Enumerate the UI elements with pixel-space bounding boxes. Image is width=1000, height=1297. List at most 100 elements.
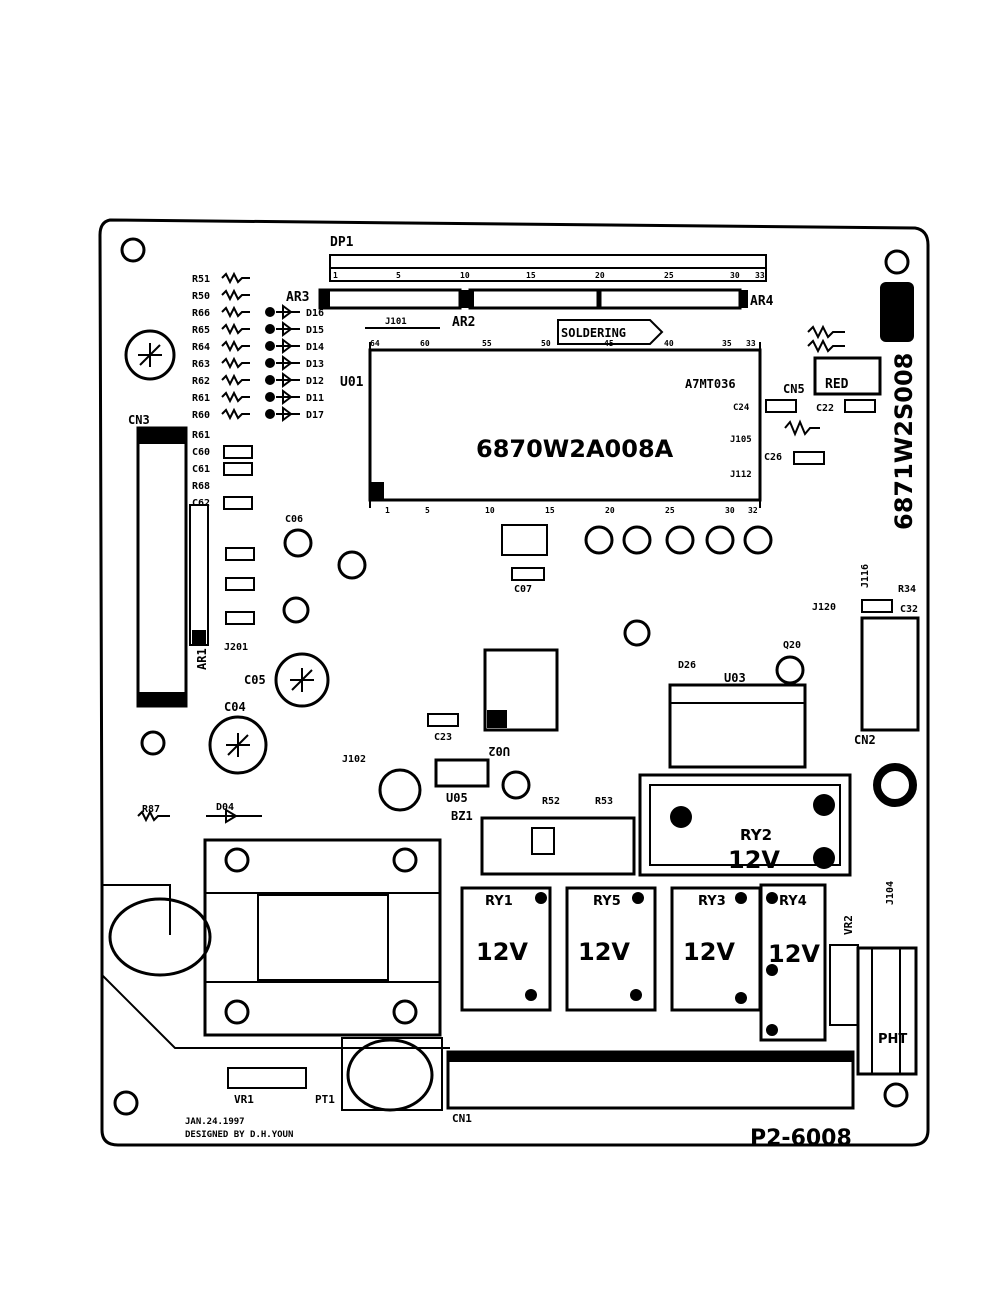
svg-text:R53: R53 bbox=[595, 796, 613, 807]
crystal-block bbox=[480, 816, 636, 876]
svg-text:1: 1 bbox=[385, 506, 390, 515]
svg-text:C62: C62 bbox=[192, 498, 210, 509]
ar2-array bbox=[468, 288, 600, 310]
relay-ry1 bbox=[460, 886, 552, 1012]
board-number: P2-6008 bbox=[750, 1126, 852, 1151]
vr2 bbox=[829, 944, 859, 1026]
svg-text:VR1: VR1 bbox=[234, 1093, 254, 1106]
svg-text:C60: C60 bbox=[192, 447, 210, 458]
svg-text:D04: D04 bbox=[216, 802, 234, 813]
ry2-label: RY2 bbox=[740, 826, 772, 844]
svg-text:R61: R61 bbox=[192, 430, 210, 441]
cn5-label: CN5 bbox=[783, 382, 805, 396]
red-led-block bbox=[813, 356, 882, 396]
svg-text:55: 55 bbox=[482, 339, 492, 348]
mount-hole bbox=[120, 237, 146, 263]
svg-text:45: 45 bbox=[604, 339, 614, 348]
svg-text:J105: J105 bbox=[730, 435, 752, 445]
relay-ry5 bbox=[565, 886, 657, 1012]
svg-text:D13: D13 bbox=[306, 359, 324, 370]
svg-text:10: 10 bbox=[460, 271, 470, 280]
dp1-label: DP1 bbox=[330, 235, 354, 250]
caps-left-labels: R61 C60 C61 R68 C62 bbox=[192, 430, 210, 509]
board-code-vertical: 6871W2S008 bbox=[890, 353, 918, 530]
pht-block bbox=[856, 946, 918, 1076]
svg-text:D11: D11 bbox=[306, 393, 324, 404]
ar4-array bbox=[598, 288, 742, 310]
svg-text:20: 20 bbox=[605, 506, 615, 515]
ic-main-code: 6870W2A008A bbox=[476, 435, 674, 463]
ry4-label: RY4 bbox=[779, 894, 807, 909]
cn1-label: CN1 bbox=[452, 1112, 472, 1125]
svg-text:R62: R62 bbox=[192, 376, 210, 387]
bz1-label: BZ1 bbox=[451, 809, 473, 823]
u02-ic bbox=[483, 648, 559, 732]
cn2-connector bbox=[860, 616, 920, 732]
svg-text:C24: C24 bbox=[733, 403, 750, 413]
ar3-label: AR3 bbox=[286, 290, 309, 305]
svg-text:J104: J104 bbox=[885, 881, 896, 905]
ic-u01 bbox=[368, 348, 762, 502]
designer-label: DESIGNED BY D.H.YOUN bbox=[185, 1130, 293, 1140]
ry3-label: RY3 bbox=[698, 894, 726, 909]
vr1 bbox=[227, 1067, 307, 1089]
ry1-voltage: 12V bbox=[476, 938, 528, 966]
svg-text:R52: R52 bbox=[542, 796, 560, 807]
svg-text:R63: R63 bbox=[192, 359, 210, 370]
fuse-holder bbox=[108, 897, 212, 977]
svg-text:64: 64 bbox=[370, 339, 380, 348]
ar4-label: AR4 bbox=[750, 294, 774, 309]
svg-text:D12: D12 bbox=[306, 376, 324, 387]
ar2-label: AR2 bbox=[452, 315, 475, 330]
svg-text:D14: D14 bbox=[306, 342, 324, 353]
svg-text:D15: D15 bbox=[306, 325, 324, 336]
svg-text:R50: R50 bbox=[192, 291, 210, 302]
svg-text:J101: J101 bbox=[385, 317, 407, 327]
pht-label: PHT bbox=[878, 1032, 907, 1047]
svg-text:C22: C22 bbox=[816, 403, 834, 414]
u05-label: U05 bbox=[446, 791, 468, 805]
svg-text:R61: R61 bbox=[192, 393, 210, 404]
svg-text:J102: J102 bbox=[342, 754, 366, 765]
mount-hole-large bbox=[873, 763, 917, 807]
svg-text:R68: R68 bbox=[192, 481, 210, 492]
u03-label: U03 bbox=[724, 671, 746, 685]
cn2-label: CN2 bbox=[854, 733, 876, 747]
ry4-voltage: 12V bbox=[768, 940, 820, 968]
svg-text:30: 30 bbox=[730, 271, 740, 280]
red-label: RED bbox=[825, 377, 849, 392]
svg-text:30: 30 bbox=[725, 506, 735, 515]
transformer bbox=[203, 838, 442, 1037]
svg-text:D26: D26 bbox=[678, 660, 696, 671]
r03-trimmer bbox=[124, 329, 176, 381]
svg-text:33: 33 bbox=[746, 339, 756, 348]
svg-text:15: 15 bbox=[526, 271, 536, 280]
ry2-voltage: 12V bbox=[728, 846, 780, 874]
svg-text:PT1: PT1 bbox=[315, 1093, 335, 1106]
led-column: D16 D15 D14 D13 D12 D11 D17 bbox=[265, 304, 324, 422]
svg-text:C07: C07 bbox=[514, 584, 532, 595]
svg-text:C06: C06 bbox=[285, 514, 303, 525]
svg-text:J112: J112 bbox=[730, 470, 752, 480]
svg-text:50: 50 bbox=[541, 339, 551, 348]
svg-text:C23: C23 bbox=[434, 732, 452, 743]
mount-hole bbox=[113, 1090, 139, 1116]
left-resistor-labels: R51 R50 R66 R65 R64 R63 R62 R61 R60 bbox=[192, 274, 210, 421]
ry3-voltage: 12V bbox=[683, 938, 735, 966]
ar1-array bbox=[189, 504, 209, 646]
board-marker bbox=[880, 282, 914, 342]
svg-text:R66: R66 bbox=[192, 308, 210, 319]
c05-label: C05 bbox=[244, 673, 266, 687]
svg-text:5: 5 bbox=[396, 271, 401, 280]
ic-part-label: A7MT036 bbox=[685, 377, 736, 391]
svg-text:Q20: Q20 bbox=[783, 640, 801, 651]
svg-text:35: 35 bbox=[722, 339, 732, 348]
cn3-connector bbox=[136, 426, 188, 708]
svg-text:20: 20 bbox=[595, 271, 605, 280]
svg-text:J116: J116 bbox=[860, 564, 871, 588]
ry5-voltage: 12V bbox=[578, 938, 630, 966]
svg-text:60: 60 bbox=[420, 339, 430, 348]
pt1 bbox=[346, 1038, 434, 1112]
mount-hole bbox=[883, 1082, 909, 1108]
u02-label: U02 bbox=[488, 744, 510, 758]
